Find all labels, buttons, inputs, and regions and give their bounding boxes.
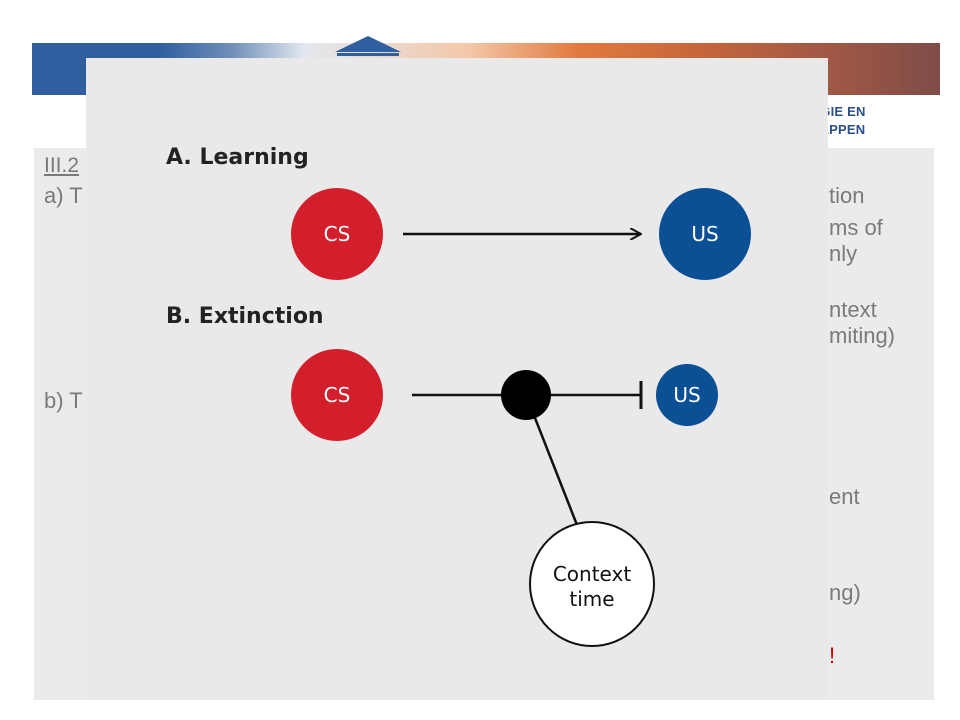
context-label-line-1: Context bbox=[553, 562, 632, 586]
slide-line-a: a) T bbox=[44, 183, 83, 208]
university-crest-icon bbox=[335, 36, 401, 56]
slide-fragment: miting) bbox=[829, 323, 896, 348]
us-node-extinction bbox=[656, 364, 718, 426]
slide-exclamation: ! bbox=[829, 643, 836, 668]
cs-node-extinction bbox=[291, 349, 383, 441]
diagram-card: A. Learning CS US B. Extinction CS US Co… bbox=[86, 58, 828, 700]
section-heading: III.2 bbox=[44, 154, 80, 177]
context-node bbox=[529, 521, 655, 647]
us-label-learning: US bbox=[691, 222, 718, 246]
cs-node-learning bbox=[291, 188, 383, 280]
slide-fragment: ng) bbox=[829, 580, 861, 605]
us-node-learning bbox=[659, 188, 751, 280]
slide-fragment: nly bbox=[829, 241, 858, 266]
slide-fragment: ent bbox=[829, 484, 860, 509]
context-label-line-2: time bbox=[569, 587, 614, 611]
us-label-extinction: US bbox=[673, 383, 700, 407]
panel-b-title: B. Extinction bbox=[166, 304, 324, 329]
cs-label-extinction: CS bbox=[324, 383, 351, 407]
conditioning-diagram: A. Learning CS US B. Extinction CS US Co… bbox=[166, 145, 751, 647]
gating-junction bbox=[501, 370, 551, 420]
slide-line-b: b) T bbox=[44, 388, 83, 413]
cs-label-learning: CS bbox=[324, 222, 351, 246]
panel-a-title: A. Learning bbox=[166, 145, 309, 170]
slide-fragment: tion bbox=[829, 183, 865, 208]
slide-fragment: ms of bbox=[829, 215, 883, 240]
slide-fragment: ntext bbox=[829, 297, 877, 322]
